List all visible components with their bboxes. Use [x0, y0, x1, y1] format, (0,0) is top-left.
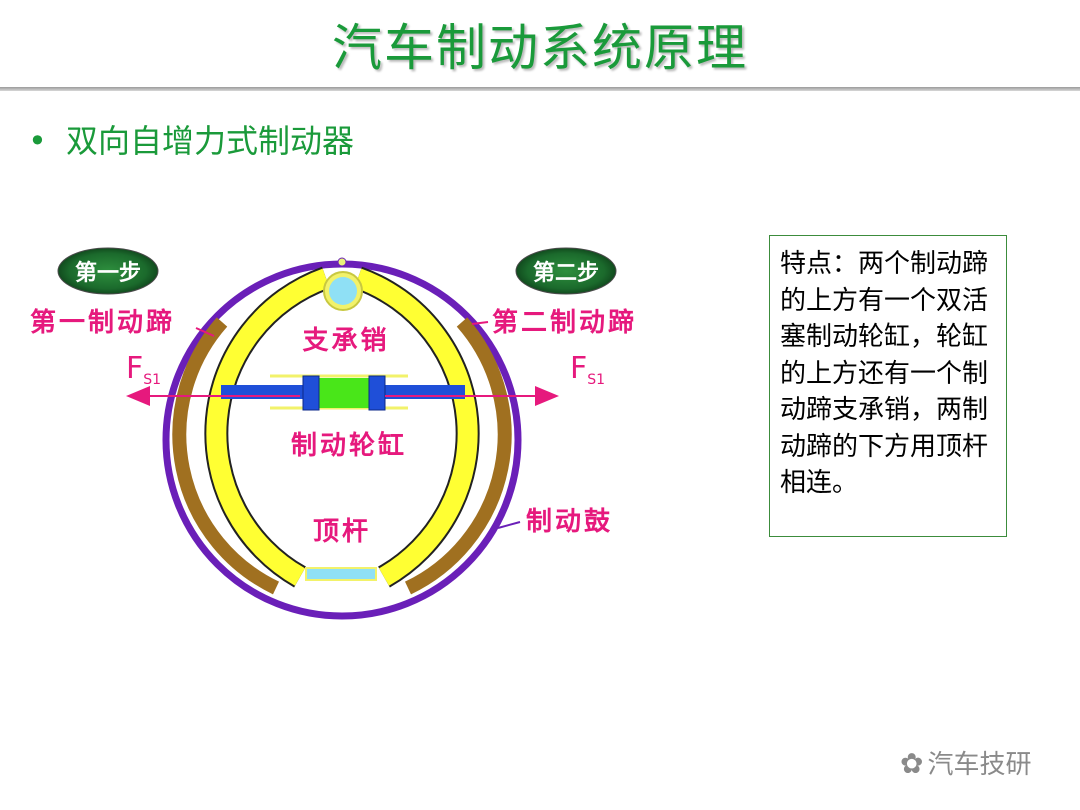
step-one-label: 第一步	[75, 260, 141, 286]
force-label-left: FS1	[126, 351, 161, 388]
bullet-dot-icon: •	[28, 122, 47, 160]
title-divider	[0, 87, 1080, 91]
brake-drum-label: 制动鼓	[526, 507, 613, 537]
bullet-text: 双向自增力式制动器	[66, 122, 355, 160]
right-lining	[404, 317, 512, 595]
wechat-icon: ✿	[900, 747, 924, 780]
second-shoe-label: 第二制动蹄	[492, 307, 637, 338]
first-shoe-label: 第一制动蹄	[30, 307, 175, 338]
step-one-badge	[57, 247, 159, 295]
push-rod-label: 顶杆	[313, 517, 371, 547]
piston-left	[302, 375, 320, 411]
slide-title: 汽车制动系统原理	[332, 19, 748, 77]
feature-note: 特点：两个制动蹄的上方有一个双活塞制动轮缸，轮缸的上方还有一个制动蹄支承销，两制…	[769, 235, 1007, 537]
watermark-text: 汽车技研	[927, 750, 1032, 780]
watermark: ✿汽车技研	[900, 744, 1031, 781]
support-pin-label: 支承销	[302, 326, 389, 356]
drum-top-dot-icon	[337, 257, 347, 267]
wheel-cylinder-body	[318, 378, 370, 408]
step-two-label: 第二步	[533, 260, 599, 286]
wheel-cylinder-label: 制动轮缸	[291, 430, 407, 461]
bullet-item: • 双向自增力式制动器	[28, 116, 354, 162]
step-two-badge	[515, 247, 617, 295]
force-label-right: FS1	[570, 351, 605, 388]
piston-right	[368, 375, 386, 411]
push-rod	[305, 567, 377, 581]
left-lining	[172, 317, 280, 595]
